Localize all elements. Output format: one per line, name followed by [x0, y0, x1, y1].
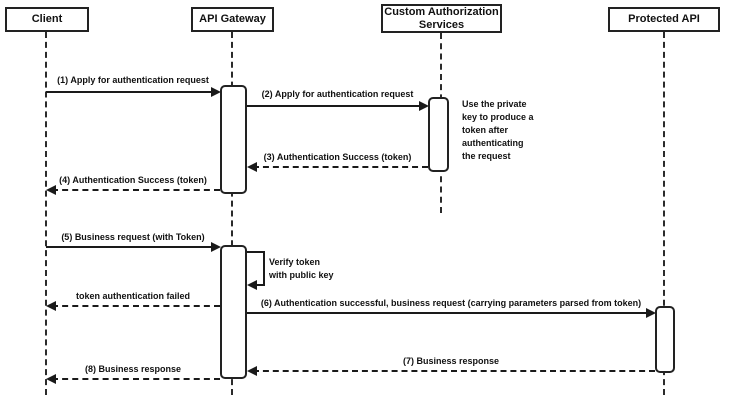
participant-protected-api: Protected API	[608, 7, 720, 32]
message-1-line	[46, 91, 214, 93]
self-message-arrowhead	[247, 280, 257, 290]
message-5-line	[46, 246, 214, 248]
lifeline-api-gateway	[231, 32, 233, 395]
message-8-arrowhead	[46, 374, 56, 384]
message-6-line	[247, 312, 649, 314]
message-5-arrowhead	[211, 242, 221, 252]
message-2-line	[247, 105, 422, 107]
message-1-arrowhead	[211, 87, 221, 97]
activation-api-gateway-business	[220, 245, 247, 379]
self-message-vertical-line	[263, 251, 265, 285]
self-message-bottom-line	[253, 284, 265, 286]
message-2-arrowhead	[419, 101, 429, 111]
message-7-label: (7) Business response	[402, 356, 500, 366]
message-1-label: (1) Apply for authentication request	[57, 75, 209, 85]
participant-api-gateway-label: API Gateway	[199, 13, 266, 25]
self-message-top-line	[247, 251, 265, 253]
message-3-label: (3) Authentication Success (token)	[263, 152, 412, 162]
self-message-label: Verify token with public key	[269, 257, 334, 280]
message-token-failed-line	[52, 305, 220, 307]
note-private-key: Use the private key to produce a token a…	[462, 99, 534, 161]
message-token-failed-label: token authentication failed	[75, 291, 190, 301]
lifeline-protected-api	[663, 32, 665, 395]
message-6-label: (6) Authentication successful, business …	[260, 298, 642, 308]
participant-client: Client	[5, 7, 89, 32]
message-7-arrowhead	[247, 366, 257, 376]
message-token-failed-arrowhead	[46, 301, 56, 311]
activation-protected-api	[655, 306, 675, 373]
message-6-arrowhead	[646, 308, 656, 318]
activation-api-gateway-auth	[220, 85, 247, 194]
message-5-label: (5) Business request (with Token)	[61, 232, 205, 242]
message-3-line	[253, 166, 428, 168]
message-2-label: (2) Apply for authentication request	[261, 89, 414, 99]
message-8-label: (8) Business response	[84, 364, 182, 374]
activation-custom-authorization-services	[428, 97, 449, 172]
message-4-arrowhead	[46, 185, 56, 195]
participant-custom-authorization-services-label: Custom Authorization Services	[384, 5, 499, 31]
message-3-arrowhead	[247, 162, 257, 172]
message-4-label: (4) Authentication Success (token)	[59, 175, 207, 185]
participant-custom-authorization-services: Custom Authorization Services	[381, 4, 502, 33]
message-4-line	[52, 189, 220, 191]
message-8-line	[52, 378, 220, 380]
message-7-line	[253, 370, 655, 372]
participant-protected-api-label: Protected API	[628, 13, 700, 25]
participant-client-label: Client	[31, 13, 63, 25]
lifeline-client	[45, 32, 47, 395]
participant-api-gateway: API Gateway	[191, 7, 274, 32]
